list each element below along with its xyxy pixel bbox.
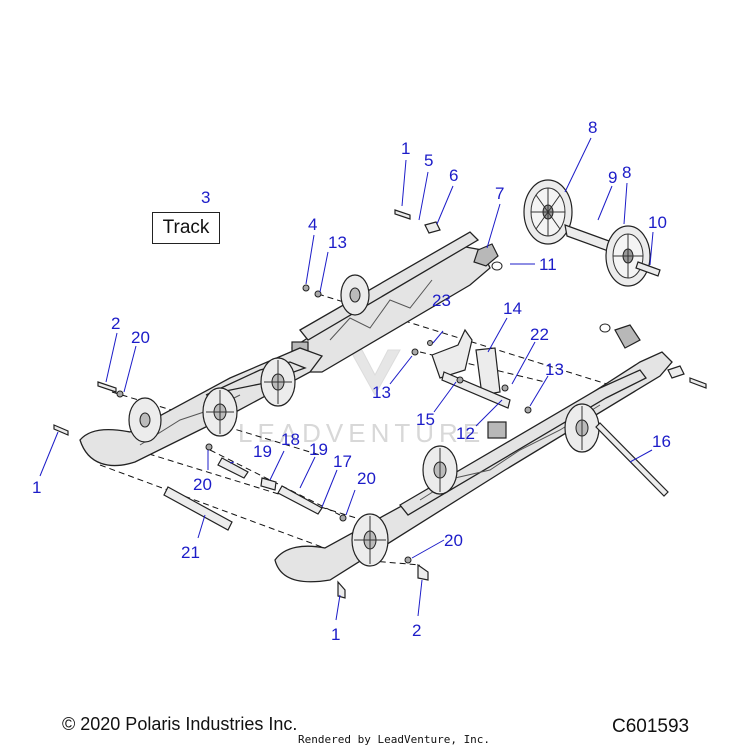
brace-14 (475, 347, 501, 396)
copyright-text: © 2020 Polaris Industries Inc. (62, 714, 298, 734)
callout-1-bottom: 1 (331, 625, 340, 644)
rear-wheel-assembly (523, 179, 661, 287)
callout-19-upper: 19 (253, 442, 272, 461)
washer-plate (424, 221, 441, 234)
callout-20-bottom: 20 (444, 531, 463, 550)
washer-plate-right (667, 365, 685, 379)
cross-brace (431, 328, 511, 409)
wheel-front-left (128, 397, 162, 443)
callout-14: 14 (503, 299, 522, 318)
rail-rear-right (291, 231, 491, 373)
callout-20-center: 20 (357, 469, 376, 488)
bolt-left-upper (97, 381, 117, 393)
wheel-mid-right-2 (564, 403, 600, 453)
shaft-21 (163, 486, 233, 531)
spacer-18 (260, 477, 277, 491)
callout-12: 12 (456, 424, 475, 443)
shafts (163, 422, 669, 531)
callout-13-top: 13 (328, 233, 347, 252)
rendered-by-text: Rendered by LeadVenture, Inc. (298, 733, 491, 746)
idler-wheels (128, 274, 600, 567)
diagram-code: C601593 (612, 716, 690, 737)
bearing-block (473, 243, 499, 267)
wheel-mid-left-1 (260, 357, 296, 407)
wheel-mid-left-2 (202, 387, 238, 437)
callout-19-lower: 19 (309, 440, 328, 459)
wheel-front-right (351, 513, 389, 567)
wheel-rear-upper (340, 274, 370, 316)
callout-8-lower: 8 (622, 163, 631, 182)
callout-1-top: 1 (401, 139, 410, 158)
callout-5: 5 (424, 151, 433, 170)
callout-4: 4 (308, 215, 317, 234)
bolt-top (394, 209, 411, 220)
rear-wheel-left (523, 179, 573, 245)
rear-axle-end (635, 261, 661, 277)
callout-numbers: 1 5 6 7 8 9 8 10 3 4 13 11 2 20 23 14 22… (32, 118, 671, 644)
shaft-19-upper (217, 457, 249, 479)
callout-18: 18 (281, 430, 300, 449)
callout-8-upper: 8 (588, 118, 597, 137)
watermark-text: LEADVENTURE (238, 418, 485, 448)
callout-2-left: 2 (111, 314, 120, 333)
callout-13-right: 13 (545, 360, 564, 379)
bolt-right (689, 377, 707, 389)
callout-2-bottom: 2 (412, 621, 421, 640)
callout-9: 9 (608, 168, 617, 187)
hardware (53, 209, 707, 599)
callout-20-mid: 20 (193, 475, 212, 494)
callout-6: 6 (449, 166, 458, 185)
callout-20-left: 20 (131, 328, 150, 347)
track-label-box: Track (152, 212, 220, 244)
callout-21: 21 (181, 543, 200, 562)
callout-7: 7 (495, 184, 504, 203)
bolt-bottom-2 (417, 563, 429, 581)
callout-17: 17 (333, 452, 352, 471)
callout-1-left: 1 (32, 478, 41, 497)
wheel-mid-right-1 (422, 445, 458, 495)
callout-11: 11 (539, 255, 557, 274)
rear-wheel-right (605, 225, 651, 287)
o-ring (491, 261, 503, 271)
rod-16 (595, 422, 669, 497)
shaft-19-lower (277, 485, 323, 515)
bolt-left-lower (53, 424, 69, 436)
callout-22: 22 (530, 325, 549, 344)
bolt-bottom-1 (337, 580, 346, 599)
callout-3: 3 (201, 188, 210, 207)
callout-16: 16 (652, 432, 671, 451)
leader-lines (39, 137, 654, 621)
bearing-block-right (614, 324, 641, 349)
callout-10: 10 (648, 213, 667, 232)
o-ring-right (599, 323, 611, 333)
brace-left-plate (431, 328, 473, 379)
callout-23: 23 (432, 291, 451, 310)
callout-13-mid: 13 (372, 383, 391, 402)
watermark-logo: LEADVENTURE (238, 349, 485, 448)
callout-15: 15 (416, 410, 435, 429)
